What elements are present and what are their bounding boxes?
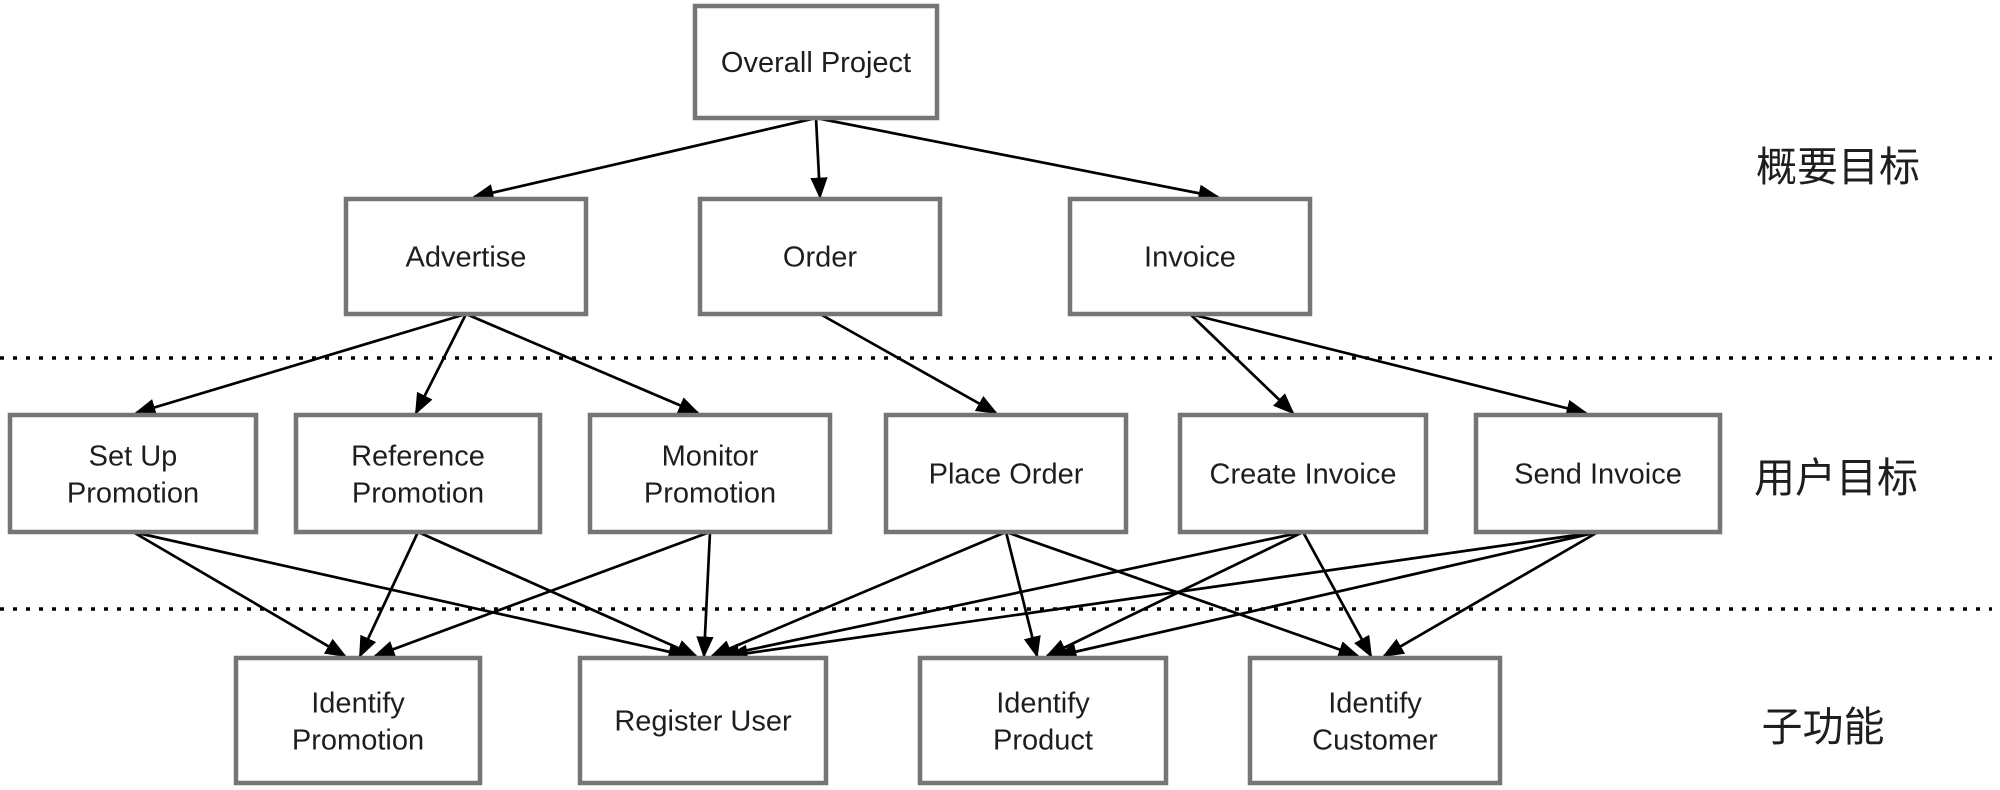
node-place_order: Place Order	[883, 412, 1129, 535]
edge-create_invoice-identify_product	[1045, 530, 1304, 658]
edge-advertise-reference_promotion	[414, 313, 468, 415]
edge-set_up_promotion-identify_promotion	[132, 530, 347, 658]
edge-advertise-monitor_promotion	[465, 312, 700, 415]
node-create_invoice-label: Create Invoice	[1210, 459, 1397, 491]
node-identify_customer-box	[1247, 655, 1503, 786]
node-order: Order	[697, 196, 943, 317]
edge-reference_promotion-identify_promotion	[358, 531, 420, 658]
edge-create_invoice-register_user	[717, 530, 1304, 661]
edge-send_invoice-identify_product	[1054, 530, 1599, 661]
zone-label-user-goal: 用户目标	[1754, 455, 1918, 501]
node-invoice: Invoice	[1067, 196, 1313, 317]
node-overall-label: Overall Project	[721, 47, 911, 79]
edge-reference_promotion-register_user	[417, 530, 698, 658]
node-identify_promotion-box	[233, 655, 483, 786]
node-monitor_promotion-box	[587, 412, 833, 535]
edge-invoice-send_invoice	[1189, 312, 1589, 417]
node-place_order-box	[883, 412, 1129, 535]
node-overall: Overall Project	[692, 3, 940, 121]
edge-monitor_promotion-register_user	[696, 531, 714, 659]
edge-place_order-identify_customer	[1005, 530, 1361, 658]
edge-overall-order	[810, 117, 828, 200]
node-send_invoice: Send Invoice	[1473, 412, 1723, 535]
node-place_order-label: Place Order	[929, 459, 1084, 491]
node-order-label: Order	[783, 242, 857, 274]
node-set_up_promotion-box	[7, 412, 259, 535]
node-advertise: Advertise	[343, 196, 589, 317]
node-create_invoice-box	[1177, 412, 1429, 535]
node-send_invoice-box	[1473, 412, 1723, 535]
edge-place_order-identify_product	[1004, 531, 1041, 659]
node-advertise-box	[343, 196, 589, 317]
edge-place_order-register_user	[710, 530, 1007, 658]
edge-set_up_promotion-register_user	[132, 530, 691, 661]
node-register_user: Register User	[577, 655, 829, 786]
node-advertise-label: Advertise	[406, 242, 527, 274]
edge-invoice-create_invoice	[1189, 313, 1295, 415]
edge-send_invoice-identify_customer	[1382, 530, 1599, 658]
node-invoice-box	[1067, 196, 1313, 317]
edge-order-place_order	[819, 312, 998, 415]
node-order-box	[697, 196, 943, 317]
edge-overall-advertise	[471, 116, 817, 202]
zone-label-summary-goal: 概要目标	[1756, 144, 1920, 190]
edge-advertise-set_up_promotion	[133, 312, 467, 416]
edge-overall-invoice	[815, 116, 1221, 202]
zone-label-subfunction: 子功能	[1762, 704, 1885, 750]
node-reference_promotion-box	[293, 412, 543, 535]
edge-send_invoice-register_user	[725, 530, 1599, 662]
node-send_invoice-label: Send Invoice	[1514, 459, 1682, 491]
node-register_user-label: Register User	[614, 706, 792, 738]
node-create_invoice: Create Invoice	[1177, 412, 1429, 535]
edge-monitor_promotion-identify_promotion	[372, 530, 711, 658]
node-overall-box	[692, 3, 940, 121]
node-invoice-label: Invoice	[1144, 242, 1236, 274]
edge-create_invoice-identify_customer	[1301, 531, 1373, 658]
node-register_user-box	[577, 655, 829, 786]
node-identify_product-box	[917, 655, 1169, 786]
